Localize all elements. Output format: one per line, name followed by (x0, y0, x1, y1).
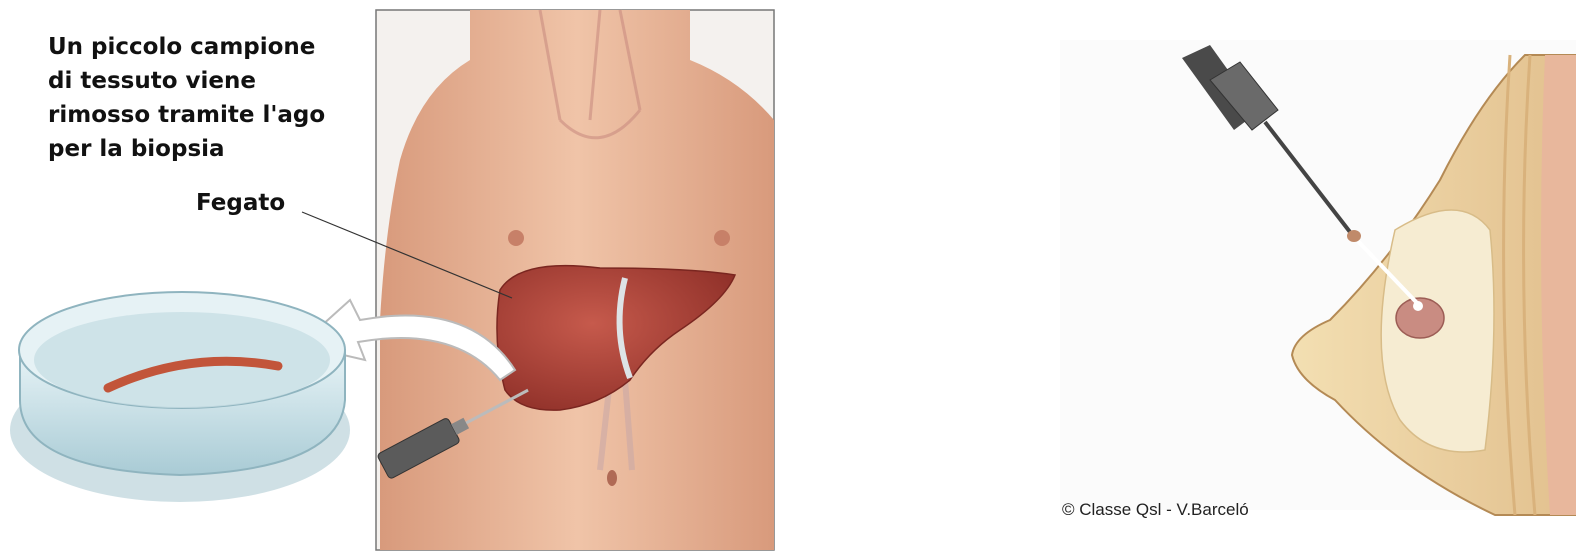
chest-muscle (1541, 55, 1576, 515)
left-nipple (508, 230, 524, 246)
navel (607, 470, 617, 486)
caption-line: rimosso tramite l'ago (48, 98, 378, 132)
caption-line: Un piccolo campione (48, 30, 378, 64)
torso-illustration (376, 10, 774, 550)
liver-label: Fegato (196, 190, 285, 216)
petri-dish (10, 292, 350, 502)
caption-line: per la biopsia (48, 132, 378, 166)
biopsy-caption: Un piccolo campione di tessuto viene rim… (48, 30, 378, 166)
right-nipple (714, 230, 730, 246)
copyright-credit: © Classe Qsl - V.Barceló (1062, 500, 1249, 520)
breast-illustration (1060, 40, 1576, 515)
caption-line: di tessuto viene (48, 64, 378, 98)
